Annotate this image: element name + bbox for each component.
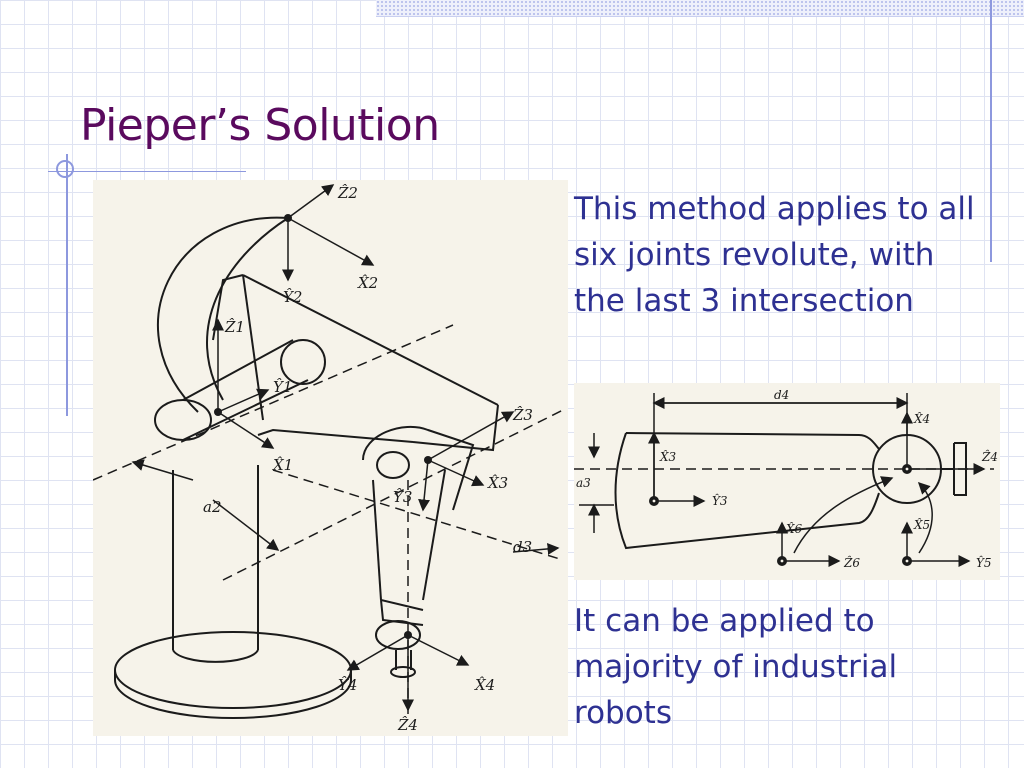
label-wrist-y3: Ŷ3	[712, 493, 728, 508]
label-z6: Ẑ6	[843, 555, 860, 570]
label-x6: X̂6	[785, 521, 803, 536]
label-d4: d4	[774, 388, 789, 402]
label-wrist-z4: Ẑ4	[981, 449, 998, 464]
label-d3: d3	[513, 538, 532, 556]
label-z2: Ẑ2	[337, 184, 358, 202]
bullet-text-industrial: It can be applied to majority of industr…	[574, 603, 898, 731]
label-y1: Ŷ1	[273, 378, 292, 396]
bullet-text-method: This method applies to all six joints re…	[574, 191, 975, 319]
label-wrist-x4: X̂4	[913, 411, 930, 426]
title-ring-ornament	[56, 160, 74, 178]
label-a3: a3	[576, 476, 591, 490]
right-decorative-rule	[990, 0, 992, 262]
wrist-detail-drawing: d4 X̂4 X̂3 a3 Ŷ3 Ẑ4 X̂6 X̂5 Ẑ6 Ŷ5	[574, 388, 998, 570]
wrist-detail-figure: d4 X̂4 X̂3 a3 Ŷ3 Ẑ4 X̂6 X̂5 Ẑ6 Ŷ5	[574, 383, 1000, 580]
label-z1: Ẑ1	[224, 318, 245, 336]
label-x2: X̂2	[357, 274, 378, 292]
label-y4: Ŷ4	[338, 676, 357, 694]
label-x1: X̂1	[272, 456, 293, 474]
label-y2: Ŷ2	[283, 288, 302, 306]
robot-arm-figure: Ẑ2 X̂2 Ŷ2 Ẑ1 Ŷ1 X̂1 a2 Ẑ3 X̂3 Ŷ3 d3 Ŷ4 X…	[92, 180, 568, 736]
label-z3: Ẑ3	[512, 406, 533, 424]
label-x3: X̂3	[487, 474, 508, 492]
left-decorative-rule	[66, 154, 68, 416]
label-wrist-x3: X̂3	[659, 449, 677, 464]
slide-title: Pieper’s Solution	[80, 100, 440, 151]
top-decorative-band	[376, 0, 1024, 17]
label-a2: a2	[203, 498, 222, 516]
label-y5: Ŷ5	[976, 555, 992, 570]
label-z4: Ẑ4	[397, 716, 418, 734]
label-x5: X̂5	[913, 517, 930, 532]
label-x4: X̂4	[474, 676, 495, 694]
label-y3: Ŷ3	[393, 488, 412, 506]
title-underline-rule	[48, 171, 246, 172]
robot-arm-drawing: Ẑ2 X̂2 Ŷ2 Ẑ1 Ŷ1 X̂1 a2 Ẑ3 X̂3 Ŷ3 d3 Ŷ4 X…	[92, 184, 564, 734]
